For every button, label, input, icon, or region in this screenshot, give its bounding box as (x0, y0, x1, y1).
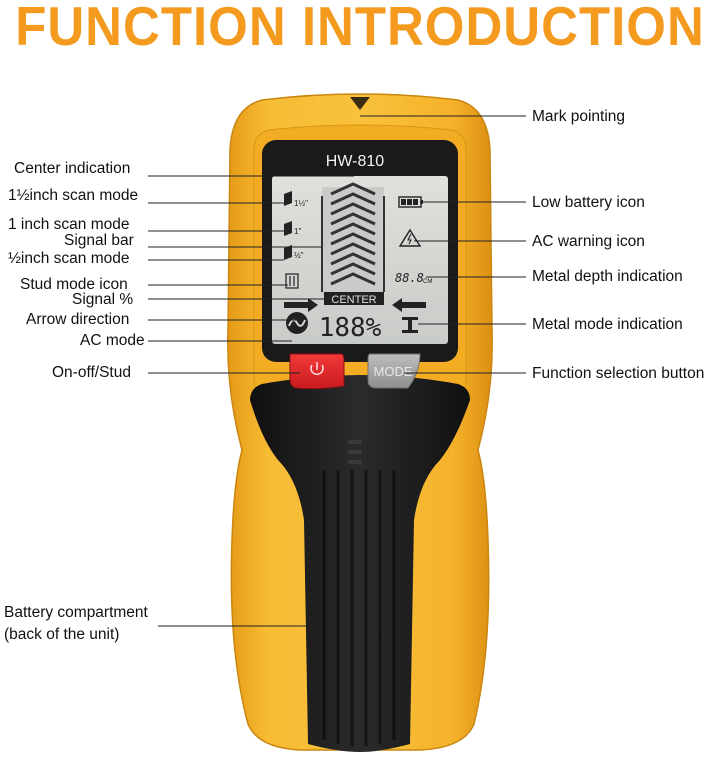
leader-lines (148, 115, 526, 627)
model-label: HW-810 (326, 153, 384, 170)
grip (250, 375, 470, 752)
signal-bar (321, 182, 385, 295)
callout-low-battery: Low battery icon (532, 194, 645, 211)
callout-battery-compartment: Battery compartment (4, 604, 148, 621)
lcd-contents: 1½" 1" ½" (284, 182, 432, 343)
signal-readout: 188% (319, 313, 382, 343)
callout-scan-0-5: ½inch scan mode (8, 250, 130, 267)
callout-signal-pct: Signal % (72, 291, 134, 308)
arrow-left-icon (392, 298, 426, 312)
callout-scan-1: 1 inch scan mode (8, 216, 130, 233)
callout-ac-mode: AC mode (80, 332, 145, 349)
arrow-right-icon (284, 298, 318, 312)
scan-0-5-label: ½" (294, 251, 304, 260)
callout-center-indication: Center indication (14, 160, 131, 177)
scan-1-5-label: 1½" (294, 199, 308, 208)
center-label: CENTER (331, 294, 376, 306)
power-button[interactable] (289, 353, 345, 390)
mode-button-label: MODE (374, 364, 413, 379)
ac-wave-icon (286, 312, 308, 334)
callout-signal-bar: Signal bar (64, 232, 134, 249)
scan-1-5-icon: 1½" (284, 191, 308, 208)
callout-function-select: Function selection button (532, 365, 705, 382)
callout-metal-mode: Metal mode indication (532, 316, 683, 333)
callout-battery-compartment-sub: (back of the unit) (4, 626, 120, 643)
scan-1-label: 1" (294, 227, 301, 236)
depth-unit: CM (423, 279, 432, 285)
depth-readout: 88.8 (395, 271, 424, 285)
callout-ac-warning: AC warning icon (532, 233, 645, 250)
page-title: FUNCTION INTRODUCTION (15, 0, 705, 58)
callout-arrow-direction: Arrow direction (26, 311, 130, 328)
callout-metal-depth: Metal depth indication (532, 268, 683, 285)
warning-icon (398, 228, 422, 247)
scan-0-5-icon: ½" (284, 245, 304, 260)
stud-icon (285, 273, 299, 289)
mark-notch (350, 97, 370, 110)
metal-beam-icon (402, 317, 418, 333)
callout-scan-1-5: 1½inch scan mode (8, 187, 139, 204)
power-icon (310, 362, 324, 376)
scan-1-icon: 1" (284, 221, 301, 236)
callout-stud-mode: Stud mode icon (20, 276, 128, 293)
mode-button[interactable]: MODE (367, 353, 421, 389)
callout-mark-pointing: Mark pointing (532, 108, 626, 125)
callout-on-off: On-off/Stud (52, 364, 131, 381)
